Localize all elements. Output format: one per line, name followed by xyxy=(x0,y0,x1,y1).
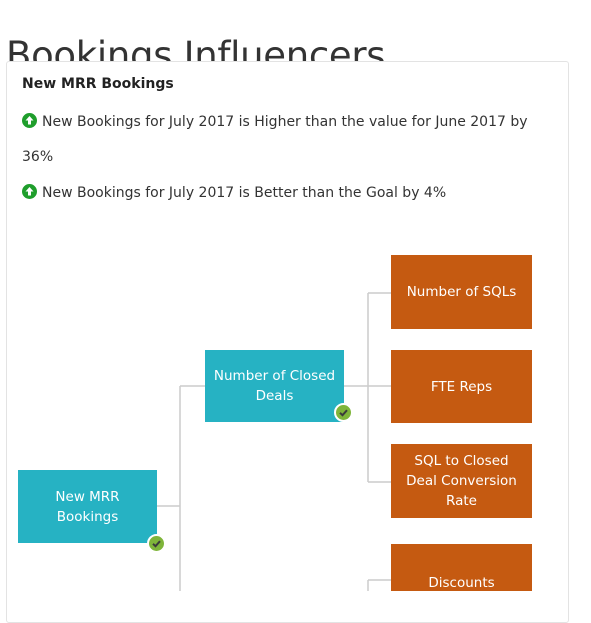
tree-node-root[interactable]: New MRR Bookings xyxy=(18,470,157,543)
insight-text: New Bookings for July 2017 is Higher tha… xyxy=(22,114,528,165)
check-icon xyxy=(334,403,353,422)
node-label: Number of SQLs xyxy=(406,284,517,300)
panel-title: New MRR Bookings xyxy=(22,76,174,92)
node-label: Number of Closed Deals xyxy=(213,368,336,404)
node-label: New MRR Bookings xyxy=(55,488,120,525)
node-label: SQL to Closed Deal Conversion Rate xyxy=(406,453,517,509)
tree-node-number-of-sqls[interactable]: Number of SQLs xyxy=(391,255,532,329)
insight-row: New Bookings for July 2017 is Higher tha… xyxy=(22,105,532,175)
arrow-up-circle-icon xyxy=(22,184,37,199)
tree-node-closed-deals[interactable]: Number of Closed Deals xyxy=(205,350,344,422)
arrow-up-circle-icon xyxy=(22,113,37,128)
check-icon xyxy=(147,534,166,553)
tree-node-fte-reps[interactable]: FTE Reps xyxy=(391,350,532,423)
node-label: Discounts xyxy=(428,575,495,591)
tree-node-sql-conversion-rate[interactable]: SQL to Closed Deal Conversion Rate xyxy=(391,444,532,518)
insight-row: New Bookings for July 2017 is Better tha… xyxy=(22,176,532,211)
insight-text: New Bookings for July 2017 is Better tha… xyxy=(42,185,447,201)
node-label: FTE Reps xyxy=(430,378,493,395)
tree-connectors xyxy=(157,292,391,591)
tree-node-discounts[interactable]: Discounts xyxy=(391,544,532,591)
